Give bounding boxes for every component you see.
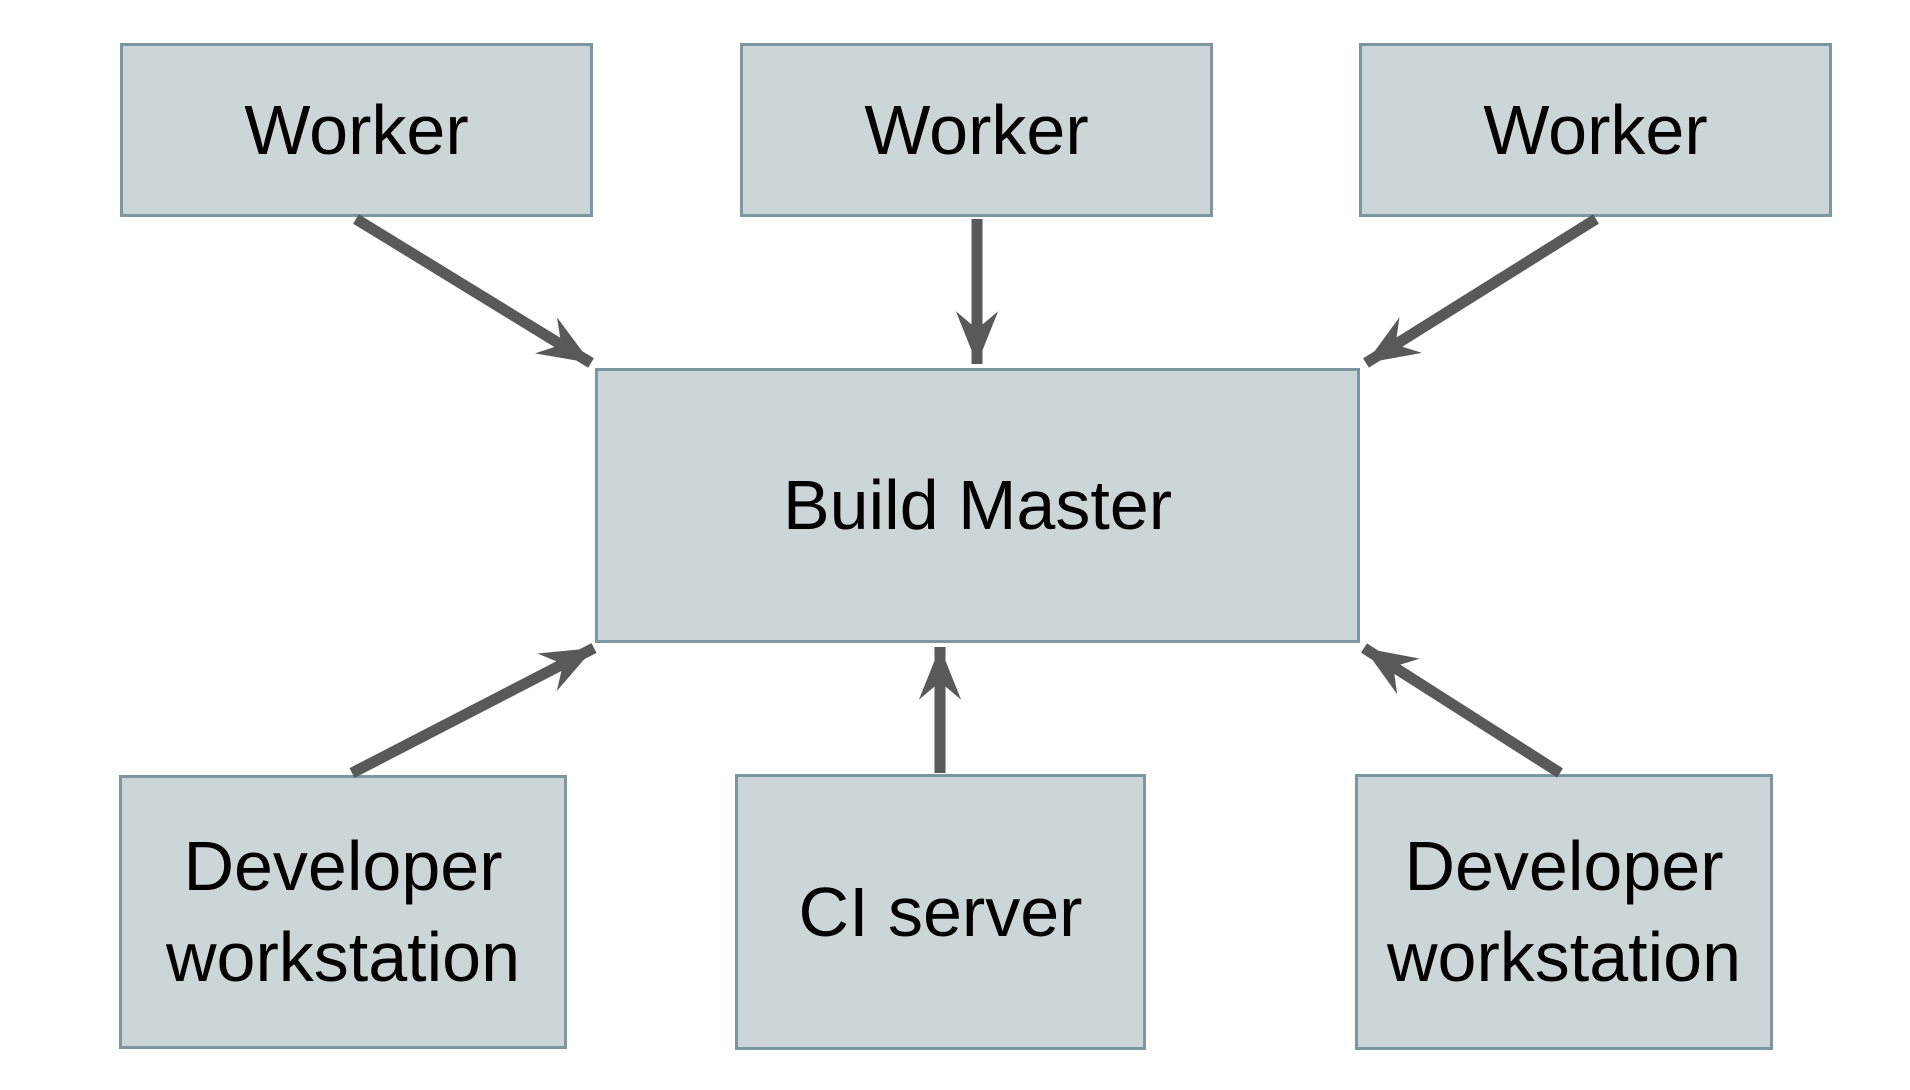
arrow-developer-workstation-1-to-build-master	[349, 643, 597, 778]
node-worker-3-label: Worker	[1483, 90, 1708, 169]
node-build-master-label: Build Master	[782, 466, 1173, 544]
node-worker-1-label: Worker	[244, 90, 469, 169]
node-ci-server-label: CI server	[798, 872, 1083, 951]
node-developer-workstation-1: Developer workstation	[119, 775, 567, 1049]
node-build-master: Build Master	[595, 368, 1360, 643]
node-worker-2: Worker	[740, 43, 1213, 217]
node-worker-2-label: Worker	[864, 90, 1089, 169]
node-developer-workstation-2: Developer workstation	[1355, 774, 1773, 1050]
node-worker-1: Worker	[120, 43, 593, 217]
node-ci-server: CI server	[735, 774, 1146, 1050]
node-developer-workstation-2-label: Developer workstation	[1386, 827, 1742, 996]
node-developer-workstation-1-label: Developer workstation	[165, 827, 521, 996]
arrow-worker-1-to-build-master	[353, 214, 594, 368]
arrow-worker-3-to-build-master	[1363, 214, 1599, 368]
arrow-developer-workstation-2-to-build-master	[1361, 643, 1563, 778]
node-worker-3: Worker	[1359, 43, 1832, 217]
